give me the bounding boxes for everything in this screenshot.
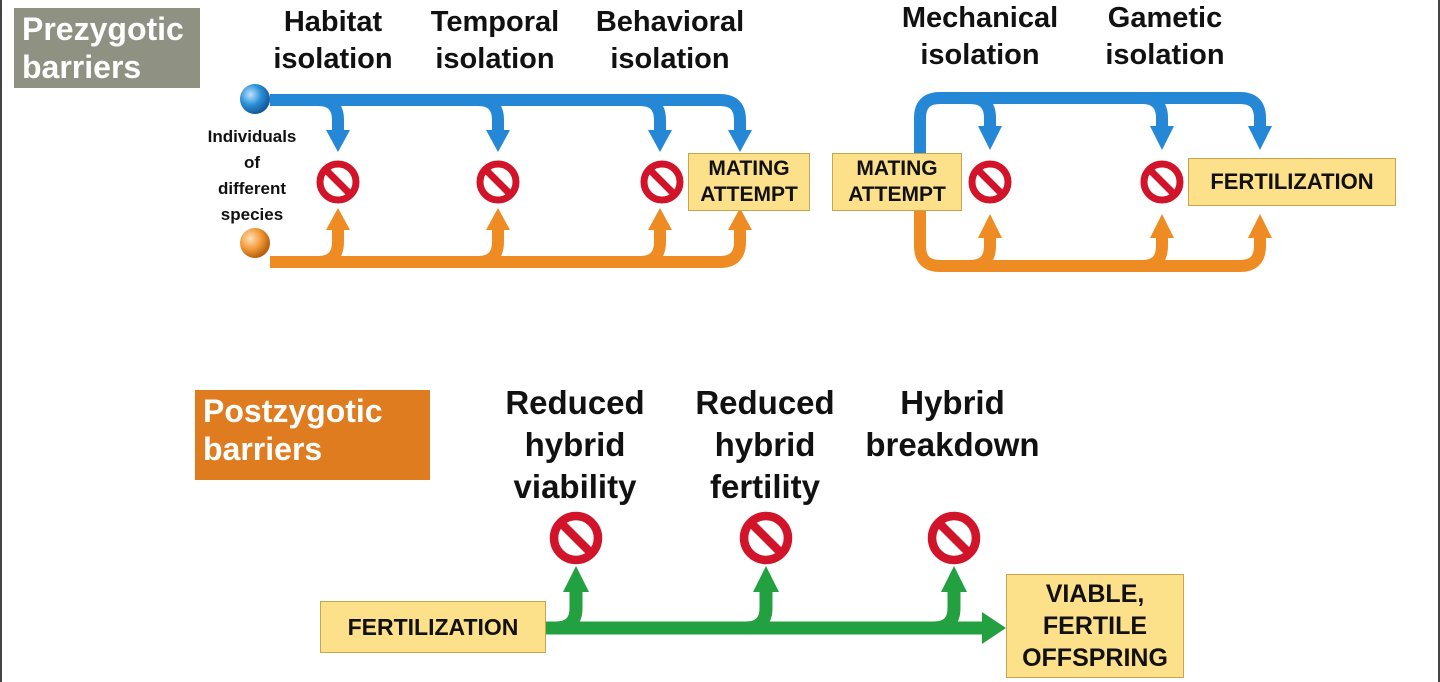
individuals-label: Individuals of different species [207, 127, 297, 224]
barrier-label-hybrid-breakdown: Hybrid breakdown [865, 384, 1040, 463]
prezygotic-title: Prezygotic barriers [14, 8, 200, 88]
viable-fertile-offspring-box: VIABLE, FERTILE OFFSPRING [1006, 574, 1184, 678]
prezygotic-right-orange-path [914, 210, 1266, 272]
barrier-label-behavioral: Behavioral isolation [595, 6, 745, 75]
barrier-label-reduced-fertility: Reduced hybrid fertility [695, 384, 835, 505]
mating-attempt-box-right: MATING ATTEMPT [832, 153, 962, 211]
prezygotic-orange-path [270, 228, 746, 268]
no-entry-icon [480, 164, 516, 200]
prezygotic-blue-arrowheads [326, 130, 752, 152]
prezygotic-right-blue-arrowheads [978, 126, 1272, 150]
barrier-label-gametic: Gametic isolation [1105, 2, 1225, 71]
barrier-label-reduced-viability: Reduced hybrid viability [505, 384, 645, 505]
prezygotic-right-blue-path [914, 92, 1266, 156]
orange-circle-icon [240, 228, 270, 258]
no-entry-icon [320, 164, 356, 200]
barrier-label-mechanical: Mechanical isolation [901, 2, 1059, 71]
barrier-label-habitat: Habitat isolation [273, 6, 393, 75]
mating-attempt-box: MATING ATTEMPT [688, 153, 810, 211]
no-entry-icon [554, 516, 598, 560]
barrier-label-temporal: Temporal isolation [430, 6, 560, 75]
no-entry-icon [744, 516, 788, 560]
postzygotic-green-path [546, 588, 985, 635]
fertilization-box-top: FERTILIZATION [1188, 158, 1396, 206]
blue-circle-icon [240, 84, 270, 114]
no-entry-icon [972, 164, 1008, 200]
prezygotic-right-orange-arrowheads [978, 214, 1272, 238]
postzygotic-green-arrowheads [563, 566, 1006, 644]
no-entry-icon [644, 164, 680, 200]
no-entry-icon [1144, 164, 1180, 200]
fertilization-box-bottom: FERTILIZATION [320, 601, 546, 653]
no-entry-icon [932, 516, 976, 560]
prezygotic-blue-path [270, 94, 746, 132]
postzygotic-title: Postzygotic barriers [195, 390, 430, 480]
prezygotic-orange-arrowheads [326, 208, 752, 230]
